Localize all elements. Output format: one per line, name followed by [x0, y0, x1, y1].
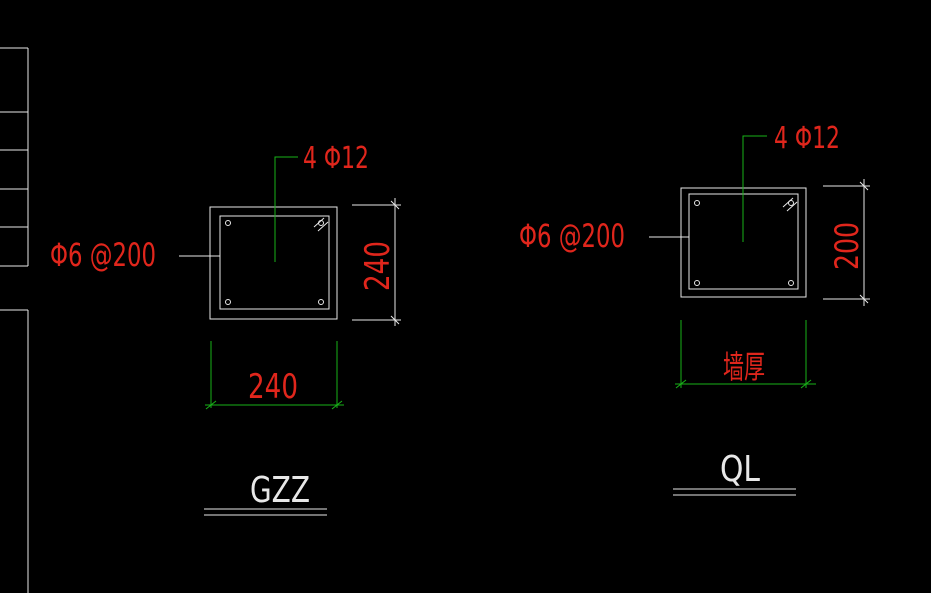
gzz-outer-outline — [209, 206, 338, 320]
ql-height-dimension-label: 200 — [828, 222, 866, 270]
ql-stirrup-label: Φ6 @200 — [519, 217, 625, 255]
gzz-width-dimension — [205, 341, 344, 410]
ql-rebar-dot — [694, 200, 700, 206]
gzz-height-dimension — [352, 198, 401, 326]
gzz-width-dimension-label: 240 — [248, 367, 298, 407]
gzz-rebar-dot — [225, 220, 231, 226]
gzz-rebar-dot — [318, 299, 324, 305]
ql-rebar-leader — [742, 135, 767, 242]
ql-rebar-dot — [788, 280, 794, 286]
ql-section-title: QL — [720, 449, 760, 490]
gzz-stirrup-label: Φ6 @200 — [50, 236, 156, 274]
gzz-stirrup-hook-2 — [317, 221, 329, 232]
ql-section: 4 Φ12 Φ6 @200 墙厚 200 QL — [519, 121, 870, 496]
ql-rebar-label: 4 Φ12 — [774, 121, 840, 156]
ql-stirrup-hook-2 — [786, 201, 798, 212]
ql-width-dimension — [675, 320, 816, 389]
ql-stirrup-hook — [782, 197, 794, 208]
gzz-rebar-dot — [225, 299, 231, 305]
left-edge-table — [0, 47, 29, 593]
gzz-rebar-leader — [274, 156, 298, 262]
gzz-height-dimension-label: 240 — [358, 241, 398, 291]
gzz-section-title: GZZ — [250, 470, 310, 511]
ql-rebar-dot — [788, 200, 794, 206]
gzz-rebar-dot — [318, 220, 324, 226]
gzz-section: 4 Φ12 Φ6 @200 240 240 GZZ — [50, 141, 401, 516]
gzz-rebar-label: 4 Φ12 — [303, 141, 369, 176]
ql-height-dimension — [823, 179, 870, 306]
ql-width-dimension-label: 墙厚 — [723, 348, 765, 386]
ql-rebar-dot — [694, 280, 700, 286]
